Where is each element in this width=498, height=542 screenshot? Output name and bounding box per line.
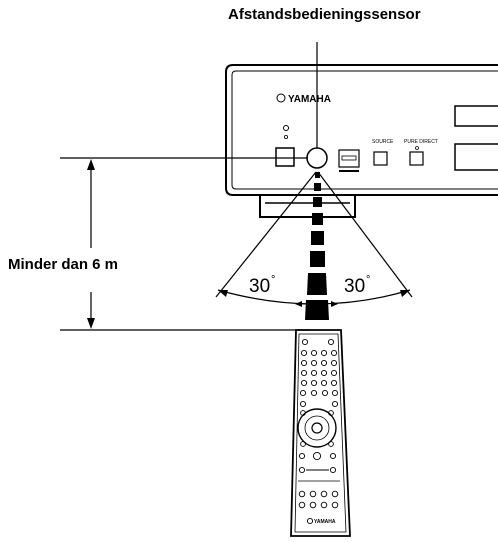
remote-enter-button	[311, 422, 323, 434]
device-front-panel: YAMAHA SOURCE PURE DIRECT	[225, 64, 498, 218]
angle-left-degree: °	[271, 274, 276, 286]
angle-left-label: 30	[249, 276, 271, 297]
source-button-label: SOURCE	[372, 139, 394, 145]
remote-nav-ring	[297, 408, 337, 448]
distance-arrow	[87, 159, 95, 329]
distance-label: Minder dan 6 m	[8, 256, 119, 273]
pure-direct-button	[409, 151, 424, 166]
remote-brand-logo: YAMAHA	[314, 519, 336, 525]
device-brand-logo: YAMAHA	[288, 94, 331, 105]
angle-line-right	[317, 171, 413, 298]
remote-sensor-label: Afstandsbedieningssensor	[228, 6, 421, 23]
signal-beam	[305, 172, 329, 320]
power-button	[275, 147, 295, 167]
usb-port	[338, 149, 360, 168]
remote-sensor	[306, 147, 328, 169]
pure-direct-button-label: PURE DIRECT	[404, 139, 438, 145]
angle-right-label: 30	[344, 276, 366, 297]
angle-line-left	[215, 171, 317, 298]
source-button	[373, 151, 388, 166]
disc-tray	[454, 105, 498, 127]
angle-right-degree: °	[366, 274, 371, 286]
display-window	[454, 143, 498, 171]
remote-control: YAMAHA	[290, 329, 351, 537]
